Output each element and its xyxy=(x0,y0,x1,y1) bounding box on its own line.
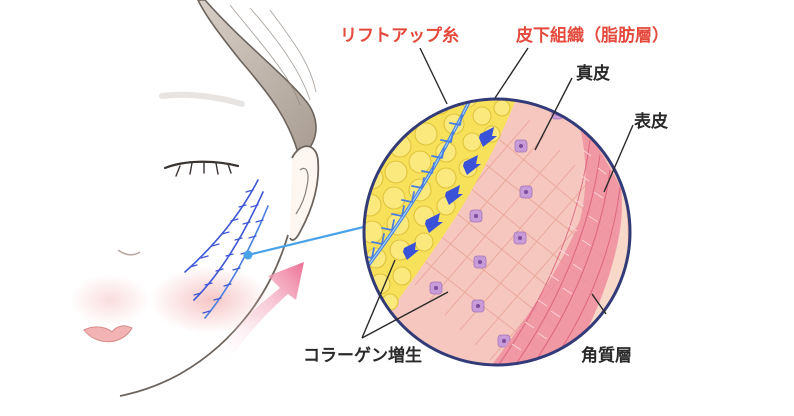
hair xyxy=(197,0,317,162)
label-lift-thread: リフトアップ糸 xyxy=(340,26,459,46)
label-stratum-corneum: 角質層 xyxy=(581,346,632,366)
lift-direction-arrow xyxy=(215,262,304,362)
label-epidermis: 表皮 xyxy=(634,112,668,132)
ear xyxy=(289,145,320,241)
label-collagen: コラーゲン増生 xyxy=(303,346,422,366)
lift-arrows xyxy=(403,127,497,260)
magnified-skin-circle xyxy=(364,99,630,365)
label-subcutaneous: 皮下組織（脂肪層） xyxy=(516,26,669,46)
label-dermis: 真皮 xyxy=(576,64,610,84)
face-contour xyxy=(119,234,289,397)
face-lift-threads xyxy=(184,179,269,319)
lips xyxy=(83,325,133,343)
lift-thread xyxy=(364,99,472,269)
nose xyxy=(117,249,141,256)
face-illustration xyxy=(70,0,320,397)
magnify-connector xyxy=(247,223,373,257)
closed-eye xyxy=(163,160,240,177)
leader-lines xyxy=(361,47,634,339)
